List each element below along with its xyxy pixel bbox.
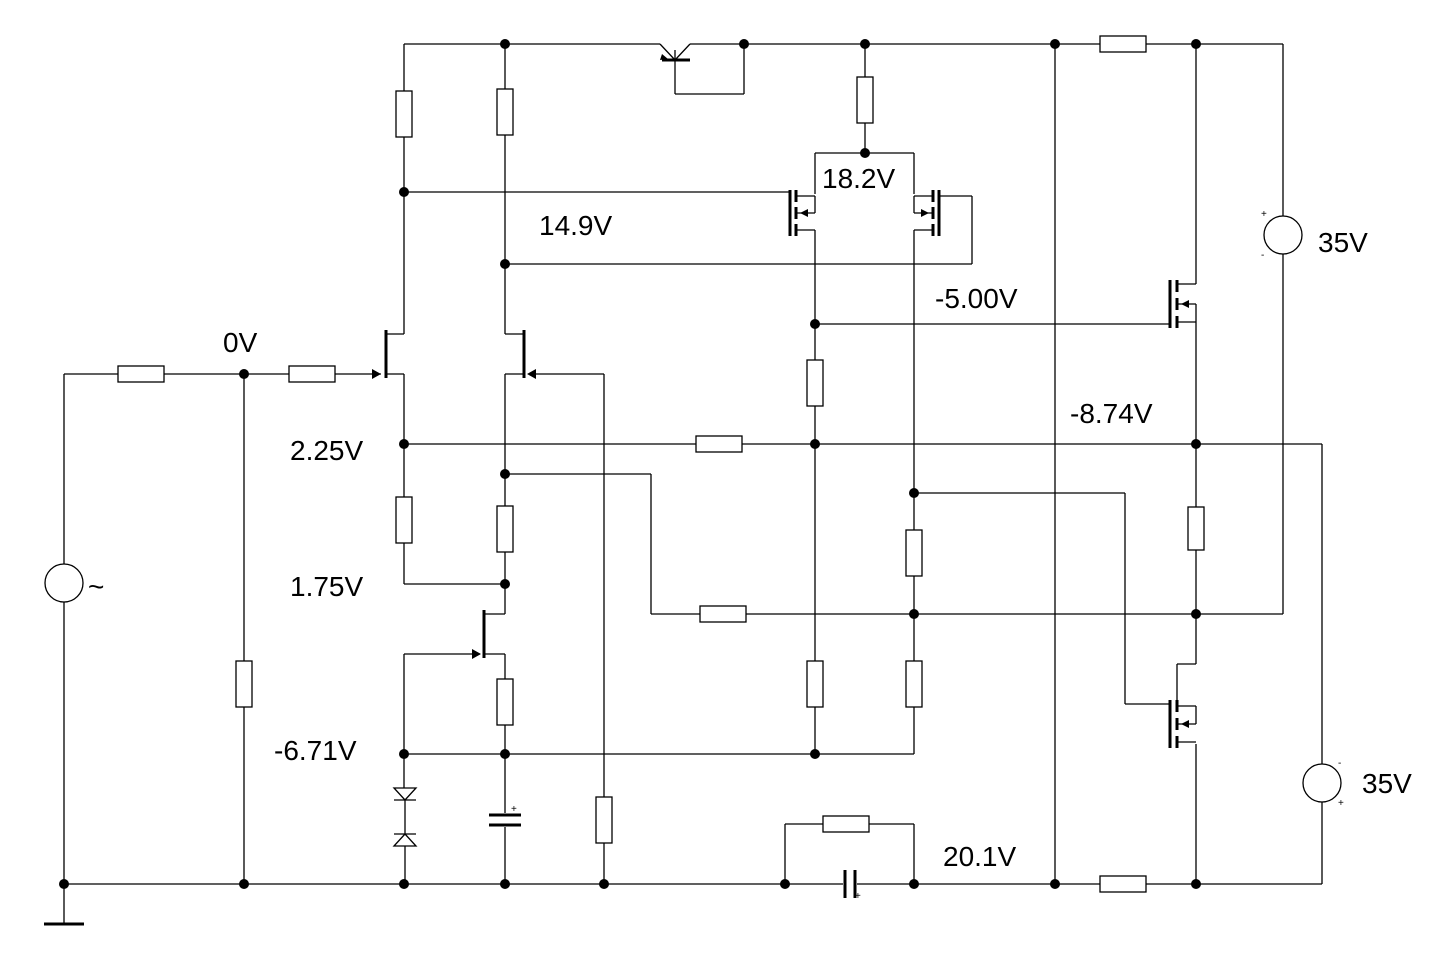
input-section <box>63 365 381 884</box>
mosfet-right <box>913 190 973 530</box>
cap-plus-sign-2: + <box>511 804 517 815</box>
label-neg-8-74v: -8.74V <box>1070 398 1153 429</box>
mosfet-left <box>788 190 816 360</box>
label-0v: 0V <box>223 327 258 358</box>
label-neg-5-00v: -5.00V <box>935 283 1018 314</box>
label-20-1v: 20.1V <box>943 841 1016 872</box>
bottom-capacitor <box>843 870 857 898</box>
top-bjt-transistor <box>659 43 745 95</box>
column-505 <box>482 44 526 884</box>
input-resistor <box>117 365 165 383</box>
feedback-rc <box>784 815 915 884</box>
dc-source-bottom <box>1302 763 1342 803</box>
dc-top-plus: + <box>1261 209 1267 220</box>
ac-source <box>44 563 84 603</box>
dc-source-top <box>1263 215 1303 255</box>
top-right-resistor <box>1099 35 1147 53</box>
column-404 <box>384 44 505 585</box>
label-supply-bottom: 35V <box>1362 768 1412 799</box>
cap-plus-sign: + <box>855 891 861 902</box>
ground-symbol <box>44 884 84 926</box>
label-neg-6-71v: -6.71V <box>274 735 357 766</box>
label-14-9v: 14.9V <box>539 210 612 241</box>
node-wires <box>404 191 1323 884</box>
label-2-25v: 2.25V <box>290 435 363 466</box>
zener-diodes <box>392 787 418 884</box>
dc-bottom-plus: + <box>1338 798 1344 809</box>
bottom-right-resistor <box>1099 875 1147 893</box>
label-supply-top: 35V <box>1318 227 1368 258</box>
transistor-3-gate <box>403 649 481 788</box>
bottom-rail <box>64 875 1322 893</box>
junction-dots <box>59 39 1201 889</box>
dc-bottom-minus: - <box>1338 758 1341 769</box>
output-mosfet-top <box>1168 280 1197 328</box>
transistor-2-gate <box>527 369 613 884</box>
label-18-2v: 18.2V <box>822 163 895 194</box>
shunt-resistor <box>235 660 253 708</box>
dc-top-minus: - <box>1261 250 1264 261</box>
load-resistors <box>806 359 923 754</box>
gate-resistor <box>288 365 336 383</box>
ac-sign: ~ <box>88 571 104 602</box>
output-mosfet-bottom <box>1168 663 1197 748</box>
output-column <box>1177 44 1205 884</box>
label-1-75v: 1.75V <box>290 571 363 602</box>
